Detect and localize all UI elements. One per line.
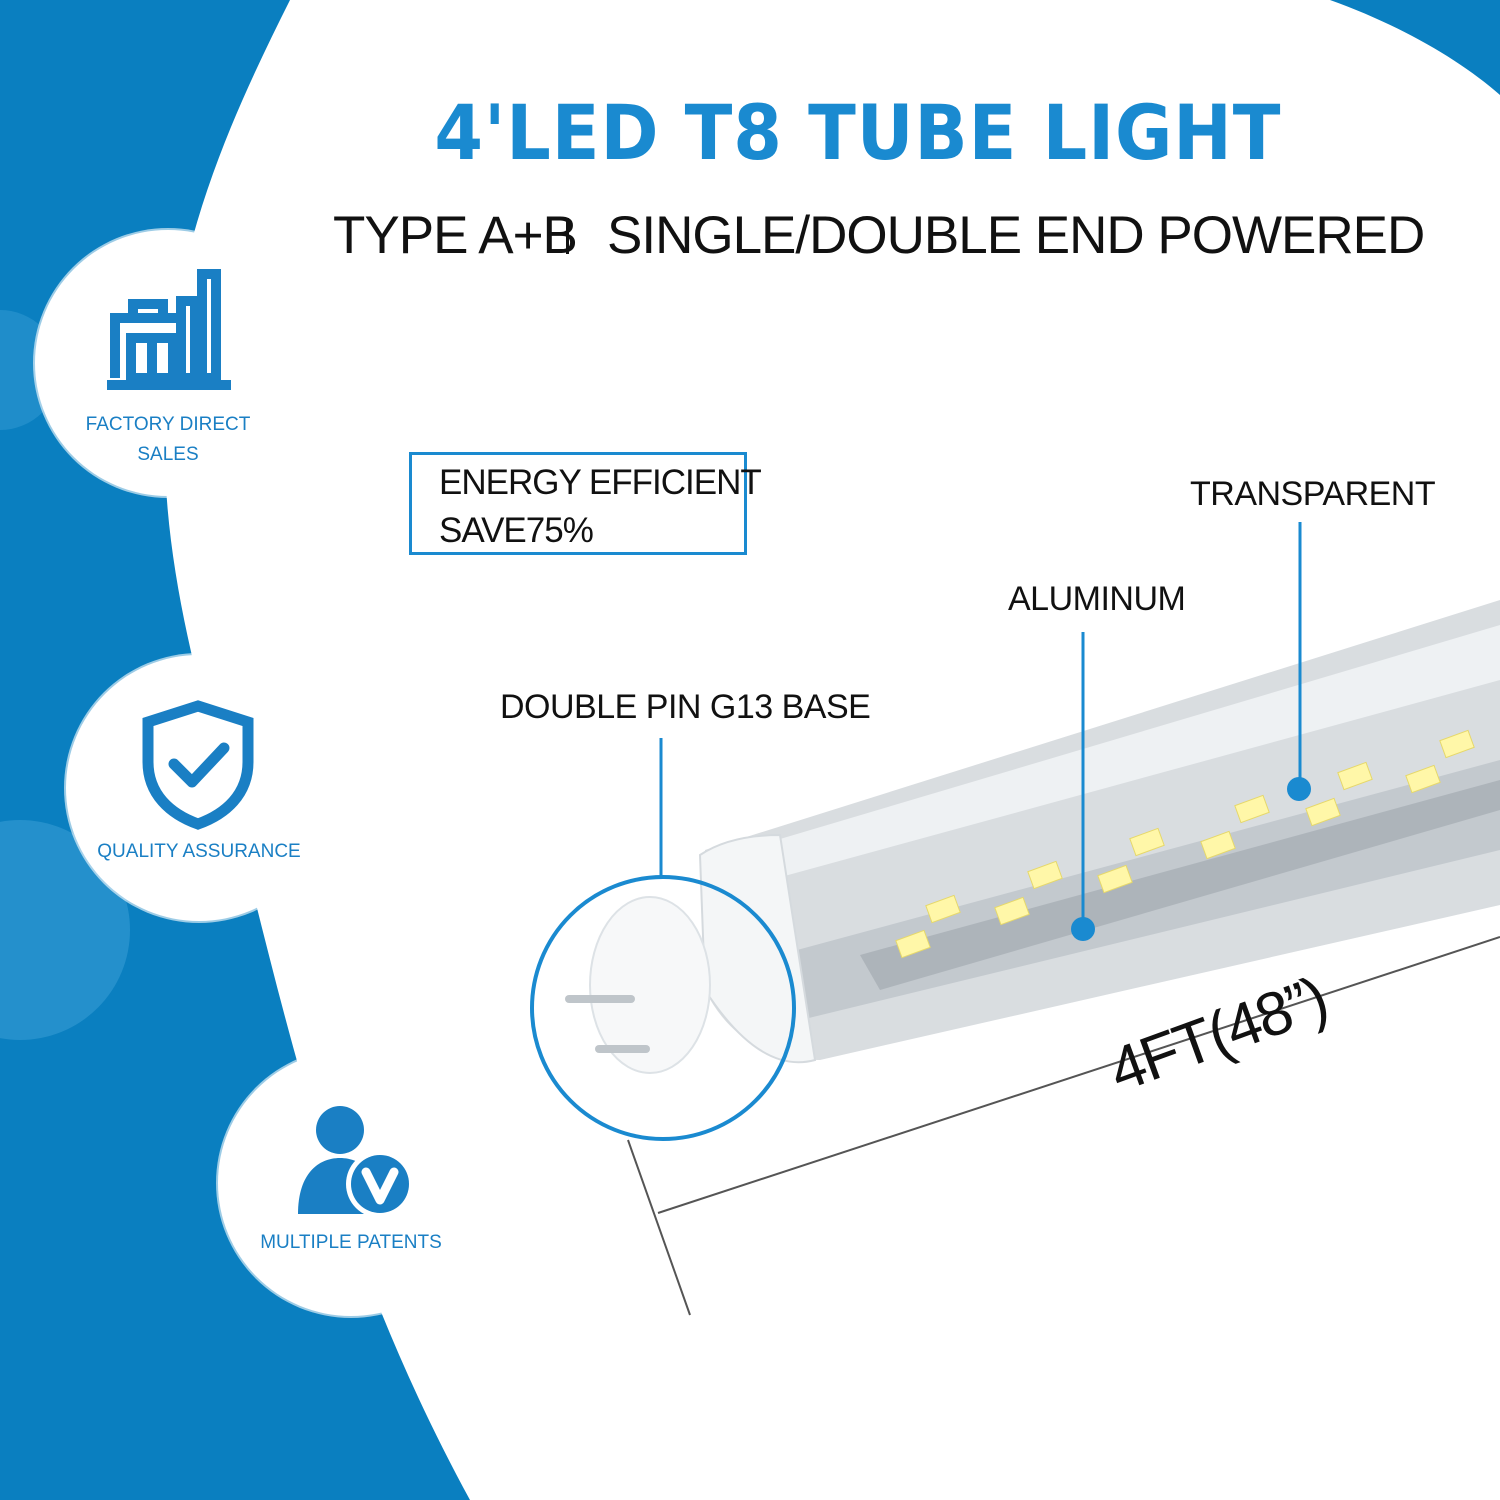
energy-line-1: ENERGY EFFICIENT	[439, 463, 762, 502]
tube-highlight	[760, 625, 1500, 880]
badge-patents-label: MULTIPLE PATENTS	[260, 1232, 442, 1253]
badge-multiple-patents: MULTIPLE PATENTS	[218, 1050, 484, 1316]
page-title: 4'LED T8 TUBE LIGHT	[434, 88, 1282, 177]
led-chip	[1200, 830, 1236, 860]
base-magnifier-circle	[530, 875, 796, 1141]
dimension-line	[657, 936, 1500, 1214]
aluminum-strip	[860, 780, 1500, 990]
led-chip	[895, 929, 931, 959]
energy-efficient-box: ENERGY EFFICIENT SAVE75%	[409, 452, 762, 555]
callout-base-label: DOUBLE PIN G13 BASE	[500, 688, 871, 726]
led-chip	[1337, 761, 1373, 791]
led-chip	[1027, 860, 1063, 890]
patent-person-icon	[298, 1106, 414, 1218]
aluminum-callout-dot	[1071, 917, 1095, 941]
pin	[565, 995, 635, 1003]
badge-factory-label-line2: SALES	[137, 444, 199, 465]
subtitle-power: SINGLE/DOUBLE END POWERED	[607, 206, 1425, 265]
badge-factory-direct: FACTORY DIRECT SALES	[35, 230, 301, 496]
transparent-callout-dot	[1287, 777, 1311, 801]
shield-check-icon	[142, 700, 254, 830]
led-chip	[925, 894, 961, 924]
energy-line-2: SAVE75%	[439, 511, 594, 550]
badge-factory-label-line1: FACTORY DIRECT	[85, 414, 251, 435]
badge-quality-label: QUALITY ASSURANCE	[97, 841, 301, 862]
pin	[595, 1045, 650, 1053]
led-chip	[1439, 729, 1475, 759]
end-cap-face	[589, 896, 711, 1074]
factory-icon	[107, 269, 231, 390]
end-cap	[698, 833, 817, 1064]
led-chip	[994, 896, 1030, 926]
subtitle-type: TYPE A+B	[333, 206, 578, 265]
led-chips	[895, 729, 1475, 959]
led-chip	[1129, 827, 1165, 857]
callout-aluminum-label: ALUMINUM	[1008, 580, 1186, 618]
led-chip	[1234, 794, 1270, 824]
led-tube	[565, 600, 1500, 1074]
top-right-blue-corner	[1330, 0, 1500, 95]
badge-quality-assurance: QUALITY ASSURANCE	[66, 655, 332, 921]
led-chip	[1405, 764, 1441, 794]
led-chip	[1097, 864, 1133, 894]
led-chip	[1305, 797, 1341, 827]
dimension-tick	[627, 1139, 691, 1316]
subtitle-separator	[566, 218, 569, 254]
callout-transparent-label: TRANSPARENT	[1190, 475, 1436, 513]
